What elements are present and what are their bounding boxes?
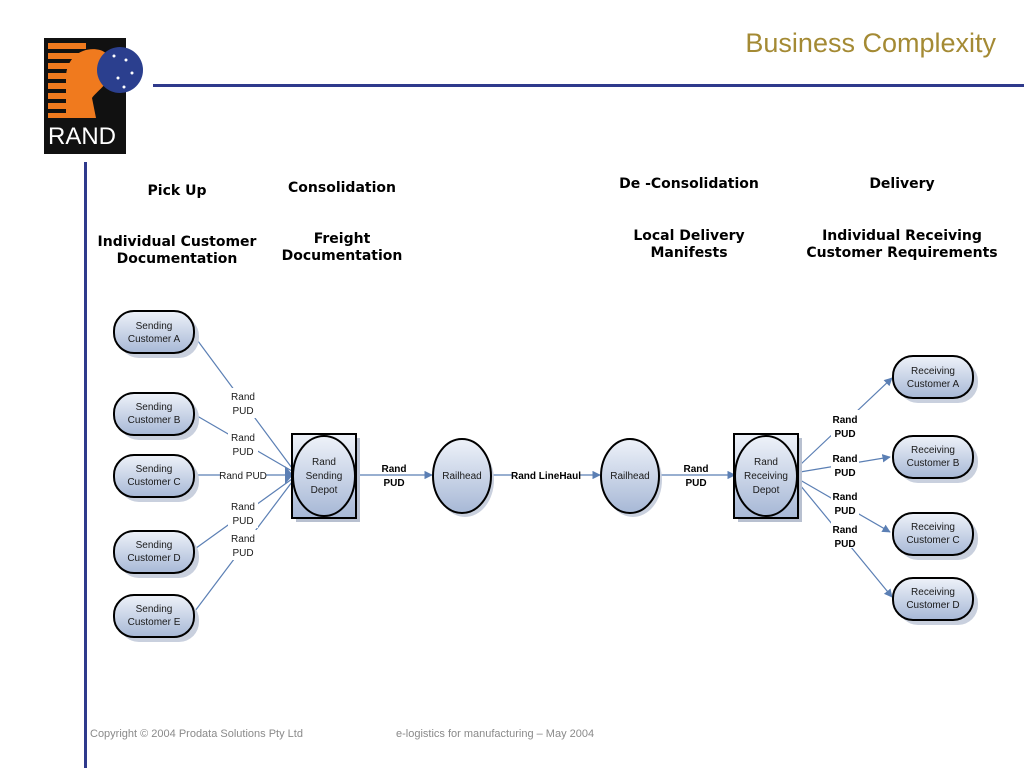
stage-deconsolidation-title: De -Consolidation — [619, 176, 759, 192]
railhead-right-node: Railhead — [600, 438, 662, 517]
stage-deconsolidation-doc-line: Manifests — [650, 245, 728, 261]
stage-delivery-doc-line: Individual Receiving — [822, 228, 982, 244]
side-rule — [84, 162, 87, 768]
footer-tagline: e-logistics for manufacturing – May 2004 — [396, 728, 595, 740]
railhead-left-node: Railhead — [432, 438, 494, 517]
stage-consolidation-doc-line: Documentation — [281, 248, 403, 264]
stage-pickup-doc-line: Individual Customer — [97, 234, 257, 250]
header-rule — [153, 84, 1024, 87]
stage-deconsolidation-doc-line: Local Delivery — [633, 228, 745, 244]
stage-pickup-doc-line: Documentation — [116, 251, 238, 267]
footer-copyright: Copyright © 2004 Prodata Solutions Pty L… — [90, 728, 303, 740]
logo-text: RAND — [48, 123, 116, 150]
stage-deconsolidation-docs: Local Delivery Manifests — [604, 228, 774, 262]
stage-delivery-docs: Individual Receiving Customer Requiremen… — [792, 228, 1012, 262]
pud-label-sender-c: Rand PUD — [219, 471, 267, 482]
rand-logo: RAND — [44, 38, 143, 154]
stage-consolidation-doc-line: Freight — [313, 231, 371, 247]
stage-consolidation-title: Consolidation — [288, 180, 396, 196]
svg-text:Railhead: Railhead — [442, 471, 481, 482]
stage-pickup-docs: Individual Customer Documentation — [82, 234, 272, 268]
stage-delivery-doc-line: Customer Requirements — [806, 245, 998, 261]
connector-merge-point — [285, 466, 293, 484]
linehaul-label: Rand LineHaul — [511, 471, 581, 482]
stage-consolidation-docs: Freight Documentation — [267, 231, 417, 265]
page-title: Business Complexity — [745, 28, 996, 58]
stage-delivery-title: Delivery — [869, 176, 935, 192]
svg-text:Railhead: Railhead — [610, 471, 649, 482]
stage-pickup-title: Pick Up — [147, 183, 207, 199]
